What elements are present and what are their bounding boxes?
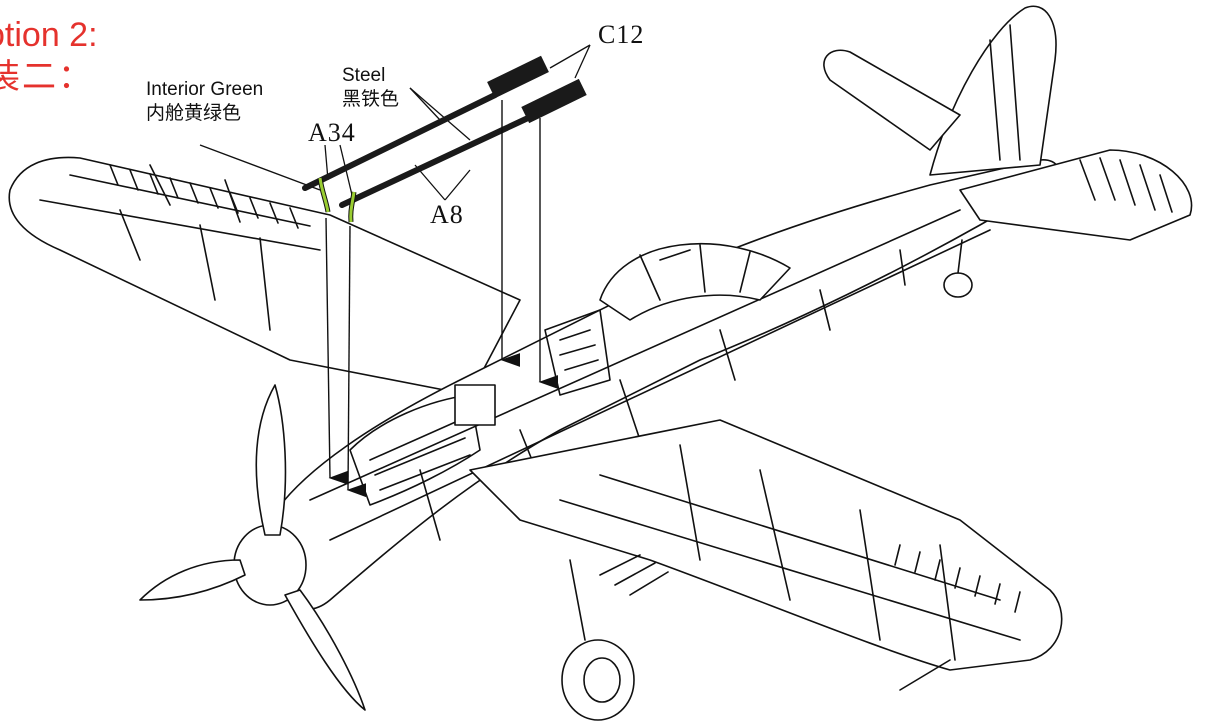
tail-wheel	[943, 272, 973, 298]
c12-leader-2	[574, 44, 591, 79]
fuselage-panel-lines	[309, 209, 991, 541]
gun-breech-upper	[487, 55, 549, 99]
left-wing-panel-lines	[39, 164, 321, 331]
landing-gear-strut	[569, 559, 586, 641]
gun-breech-lower	[521, 78, 587, 124]
install-arrow-a34-left	[325, 217, 349, 485]
install-arrows	[325, 100, 559, 498]
c12-leader-1	[549, 44, 591, 69]
fuselage	[268, 159, 1060, 611]
engine-block	[454, 384, 496, 426]
engine-compartment	[349, 394, 481, 506]
steel-label-zh: 黑铁色	[342, 89, 400, 110]
canopy	[599, 242, 791, 321]
gun-barrel-upper	[302, 92, 498, 191]
right-wing-guns	[599, 554, 669, 596]
right-horizontal-stabilizer	[959, 149, 1193, 241]
left-horizontal-stabilizer	[823, 49, 961, 151]
install-arrow-a34-right	[346, 225, 367, 498]
landing-gear-wheel	[561, 639, 635, 721]
left-wing-flap-hatching	[109, 164, 299, 229]
interior-green-label: Interior Green	[146, 79, 264, 100]
part-number-a8: A8	[430, 200, 464, 229]
mount-a34-right-fill	[349, 191, 356, 223]
steel-label: Steel	[342, 65, 386, 86]
propeller-top	[255, 384, 287, 536]
steel-leader-2	[409, 87, 441, 121]
interior-green-mounts	[317, 177, 357, 223]
propeller-bottom	[284, 589, 366, 711]
right-wing-aileron-hatching	[894, 544, 1021, 613]
right-wing	[469, 419, 1063, 671]
gun-barrels	[302, 55, 587, 208]
pitot-tube	[899, 659, 951, 691]
gun-barrel-lower	[339, 115, 531, 208]
option-subtitle: 装二：	[0, 58, 94, 96]
mount-a34-left-fill	[318, 177, 330, 213]
rudder-lines	[989, 24, 1021, 161]
a8-leader-2	[444, 169, 471, 201]
interior-green-label-zh: 内舱黄绿色	[146, 103, 242, 124]
interior-green-leader	[199, 144, 321, 191]
propeller-left	[139, 559, 246, 601]
vertical-stabilizer	[929, 5, 1057, 176]
elevator-hatching	[1079, 157, 1173, 213]
option-title: otion 2:	[0, 16, 98, 54]
right-wing-panel-lines	[559, 444, 1021, 661]
aircraft-line-art	[8, 5, 1193, 721]
canopy-frame	[639, 244, 751, 301]
part-number-a34: A34	[308, 118, 356, 147]
tail-wheel-strut	[957, 239, 963, 274]
cockpit-detail	[544, 309, 611, 396]
landing-gear-hub	[583, 657, 621, 703]
steel-leader-1	[409, 87, 471, 141]
part-number-c12: C12	[598, 20, 645, 49]
